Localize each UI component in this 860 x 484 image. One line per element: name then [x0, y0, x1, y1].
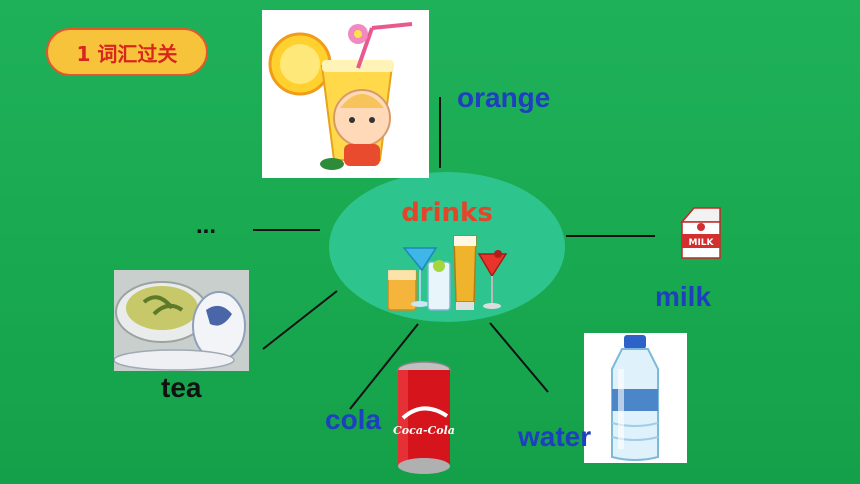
cocktail-glasses-icon — [387, 235, 508, 311]
orange-juice-picture — [262, 10, 429, 178]
svg-text:MILK: MILK — [688, 238, 714, 248]
connector-water — [489, 322, 549, 393]
connector-tea — [262, 290, 338, 350]
tea-picture — [113, 270, 249, 371]
word-more-ellipsis: ... — [196, 212, 217, 239]
word-cola: cola — [325, 404, 382, 435]
milk-carton-icon: MILK — [680, 207, 721, 259]
word-milk: milk — [655, 281, 712, 312]
section-badge: 1 词汇过关 — [46, 28, 208, 76]
section-badge-label: 1 词汇过关 — [76, 41, 178, 66]
word-water: water — [518, 421, 592, 452]
cola-can-icon: Coca-Cola — [393, 361, 455, 474]
svg-text:Coca-Cola: Coca-Cola — [393, 424, 455, 437]
word-tea: tea — [161, 372, 202, 403]
connector-cola — [349, 323, 419, 410]
hub-label: drinks — [401, 198, 493, 228]
water-picture — [584, 333, 687, 463]
orange-juice-baby-icon — [268, 22, 413, 170]
water-bottle-icon — [611, 335, 659, 461]
tea-cup-icon — [113, 281, 246, 371]
word-orange: orange — [457, 82, 551, 113]
